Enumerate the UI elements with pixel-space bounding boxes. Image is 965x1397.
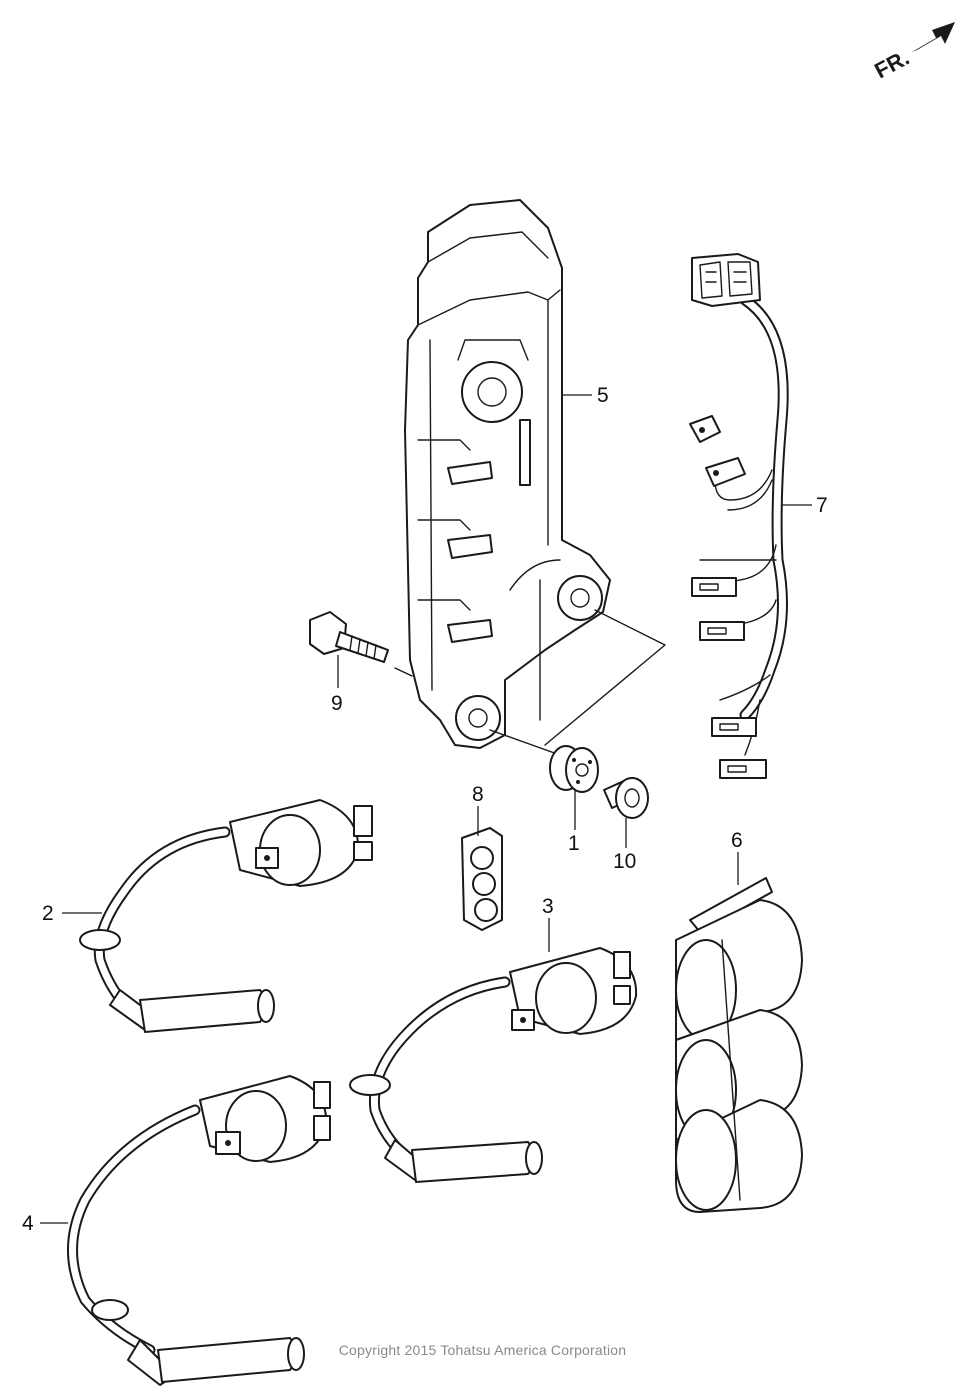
part-2-ignition-coil — [79, 799, 373, 1033]
callout-8: 8 — [472, 783, 484, 806]
callout-1: 1 — [568, 832, 580, 855]
callout-6: 6 — [731, 829, 743, 852]
callout-5: 5 — [597, 384, 609, 407]
part-3-ignition-coil — [349, 947, 638, 1183]
callout-9: 9 — [331, 692, 343, 715]
part-6-coil-sleeve — [675, 877, 803, 1213]
copyright-notice: Copyright 2015 Tohatsu America Corporati… — [338, 1342, 627, 1358]
part-8-clamp — [461, 827, 503, 931]
part-4-ignition-coil — [67, 1075, 331, 1386]
part-7-wiring-harness — [689, 253, 789, 779]
callout-2: 2 — [42, 902, 54, 925]
callout-numbers: 5 7 9 1 10 8 6 3 2 4 — [22, 384, 828, 1235]
part-5-coil-bracket — [394, 199, 666, 756]
arrow-right-icon — [912, 22, 955, 52]
callout-4: 4 — [22, 1212, 34, 1235]
callout-3: 3 — [542, 895, 554, 918]
front-direction-indicator: FR. — [870, 22, 955, 83]
part-10-collar — [603, 777, 649, 819]
callout-10: 10 — [613, 850, 636, 873]
front-direction-label: FR. — [870, 45, 913, 84]
callout-7: 7 — [816, 494, 828, 517]
callout-leaders — [40, 394, 812, 1224]
part-1-grommet — [549, 745, 599, 793]
part-9-bolt — [309, 611, 389, 663]
